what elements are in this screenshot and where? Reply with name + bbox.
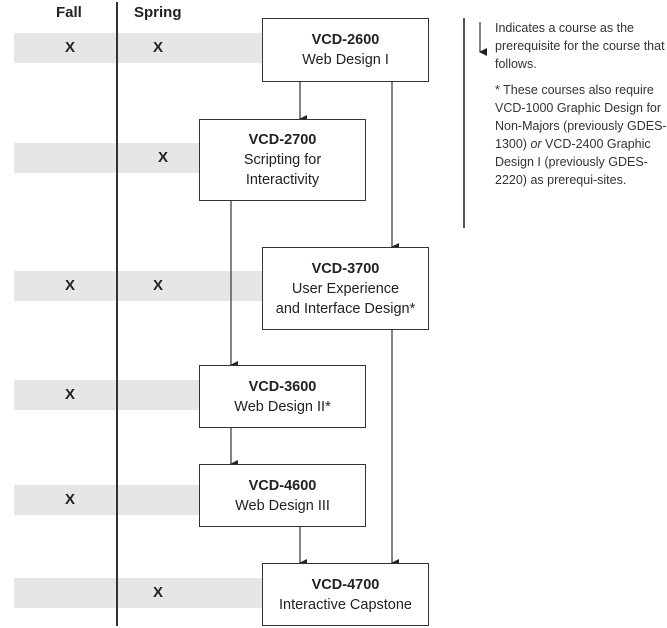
column-divider	[116, 2, 118, 626]
course-title: Web Design I	[302, 52, 389, 68]
spring-mark-vcd-3700: X	[152, 277, 163, 294]
course-title: Web Design III	[235, 497, 330, 514]
course-title: Interactive Capstone	[279, 596, 412, 613]
course-code: VCD-4600	[248, 477, 317, 494]
spring-header: Spring	[134, 4, 182, 21]
course-box-vcd-2600: VCD-2600 Web Design I	[262, 18, 429, 82]
row-band-vcd-4700	[14, 578, 264, 608]
course-box-vcd-3700: VCD-3700 User Experience and Interface D…	[262, 247, 429, 330]
fall-mark-vcd-2600: X	[64, 39, 75, 56]
course-box-vcd-3600: VCD-3600 Web Design II*	[199, 365, 366, 428]
row-band-vcd-3600	[14, 380, 200, 410]
course-code: VCD-4700	[311, 576, 380, 593]
fall-mark-vcd-4600: X	[64, 491, 75, 508]
course-title: Scripting for Interactivity	[243, 152, 322, 188]
course-code: VCD-2700	[248, 132, 317, 148]
course-box-vcd-4600: VCD-4600 Web Design III	[199, 464, 366, 527]
course-title: User Experience and Interface Design*	[275, 280, 416, 317]
row-band-vcd-3700	[14, 271, 264, 301]
footnote-part2: VCD-2400 Graphic Design I (previously GD…	[495, 137, 651, 187]
fall-header: Fall	[56, 4, 82, 21]
spring-mark-vcd-2700: X	[157, 149, 168, 166]
legend-arrow-note: Indicates a course as the prerequisite f…	[495, 21, 665, 71]
legend-divider	[463, 18, 465, 228]
row-band-vcd-4600	[14, 485, 200, 515]
footnote-part1: * These courses also require VCD-1000 Gr…	[495, 83, 667, 151]
row-band-vcd-2600	[14, 33, 264, 63]
course-title: Web Design II*	[234, 398, 331, 415]
course-code: VCD-3600	[248, 378, 317, 395]
fall-mark-vcd-3700: X	[64, 277, 75, 294]
spring-mark-vcd-4700: X	[152, 584, 163, 601]
course-code: VCD-3700	[311, 260, 380, 277]
course-box-vcd-4700: VCD-4700 Interactive Capstone	[262, 563, 429, 626]
fall-mark-vcd-3600: X	[64, 386, 75, 403]
footnote-or: or	[530, 137, 542, 151]
course-code: VCD-2600	[311, 32, 380, 48]
spring-mark-vcd-2600: X	[152, 39, 163, 56]
legend-footnote: * These courses also require VCD-1000 Gr…	[495, 81, 667, 189]
course-box-vcd-2700: VCD-2700 Scripting for Interactivity	[199, 119, 366, 201]
row-band-vcd-2700	[14, 143, 200, 173]
